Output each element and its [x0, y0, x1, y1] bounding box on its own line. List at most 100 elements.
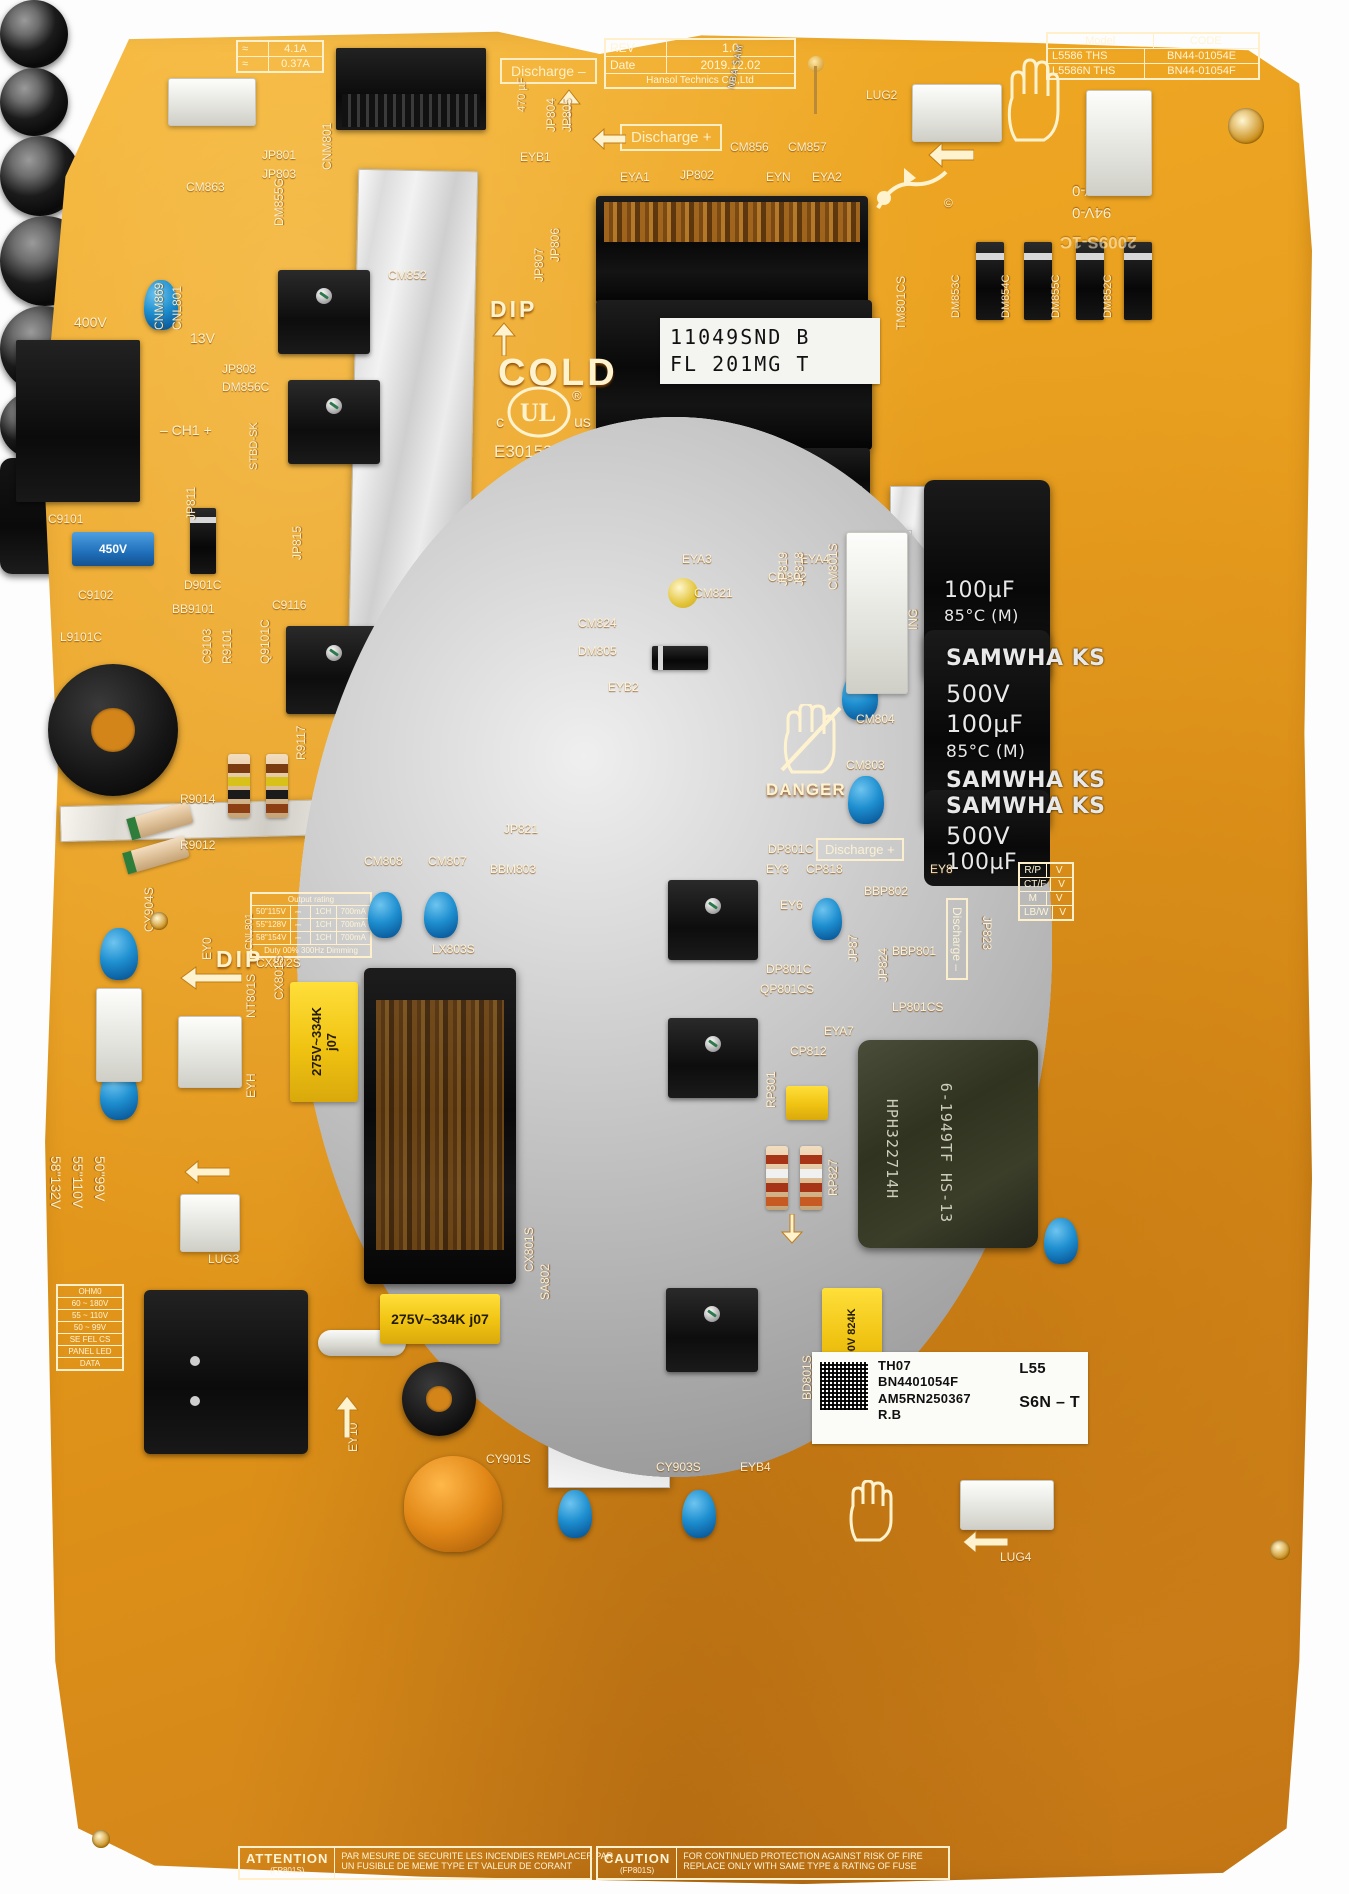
label-qp801cs: QP801CS	[760, 982, 815, 996]
output-rating-v1: 50"115V	[252, 906, 291, 918]
label-jp806: JP806	[548, 227, 562, 262]
sticker-right-2: S6N – T	[1019, 1393, 1080, 1411]
label-c9102: C9102	[78, 588, 114, 602]
ac-inlet-pin-1	[190, 1356, 200, 1366]
output-rating-ch3: 1CH	[311, 932, 337, 944]
label-cnm801: CNM801	[320, 122, 334, 170]
label-cm821: CM821	[694, 586, 733, 600]
label-cnl801-rating: CNL801	[244, 913, 255, 950]
discharge-minus-top: Discharge –	[500, 58, 597, 84]
discharge-plus-top: Discharge +	[620, 124, 723, 151]
diode-dm805	[652, 646, 708, 670]
capacitor-samwha-v3: 500V	[946, 822, 1011, 850]
resistor-r9101	[228, 754, 250, 818]
model-row: L5586 THS BN44-01054E	[1048, 49, 1258, 64]
legend-row-0: R/P	[1020, 864, 1047, 877]
legend-val-2: V	[1055, 893, 1063, 904]
label-ey0: EY0	[200, 937, 214, 960]
arrow-left-lug2-icon	[928, 142, 974, 168]
capacitor-cm804-top	[0, 0, 1053, 1478]
label-eya2: EYA2	[812, 170, 842, 184]
mosfet-q2	[288, 380, 380, 464]
label-jp87: JP87	[846, 934, 860, 962]
capacitor-cm852	[0, 68, 1053, 1478]
label-r9101: R9101	[220, 628, 234, 664]
recycle-icon	[872, 162, 952, 221]
label-bb9101: BB9101	[172, 602, 215, 616]
capacitor-cm803-blue	[848, 776, 884, 824]
hand-warning-top-icon	[1004, 58, 1060, 147]
label-jp819: JP819	[776, 551, 790, 586]
hand-danger-icon	[778, 702, 844, 779]
label-eya3: EYA3	[682, 552, 712, 566]
capacitor-cy903s	[558, 1490, 592, 1538]
left-table-row-5: PANEL LED	[68, 1347, 112, 1356]
arrow-left-lug4-icon	[962, 1530, 1008, 1554]
dip-marking-1: DIP	[490, 296, 538, 322]
diode-dm854c	[1024, 242, 1052, 320]
output-rating-v2: 55"128V	[252, 919, 291, 931]
label-450v: 450V	[98, 542, 128, 556]
label-nt801s: NT801S	[244, 973, 258, 1018]
model-header: Model	[1048, 34, 1154, 48]
diode-dm853c	[976, 242, 1004, 320]
label-dm805: DM805	[578, 644, 617, 658]
mosfet-q6	[666, 1288, 758, 1372]
arrow-up-bottom-icon	[334, 1394, 360, 1438]
transformer-lx803s-windings	[376, 1000, 504, 1250]
resistor-r9117	[266, 754, 288, 818]
label-ey3: EY3	[766, 862, 789, 876]
svg-text:UL: UL	[520, 398, 556, 427]
attention-ref: (FP801S)	[270, 1866, 305, 1875]
cold-marking: COLD	[498, 352, 618, 394]
output-rating-a2: 700mA	[340, 920, 366, 929]
label-jp801: JP801	[262, 148, 297, 162]
label-lug4: LUG4	[1000, 1550, 1032, 1564]
label-ch1: – CH1 +	[160, 422, 212, 438]
label-dp801c: DP801C	[768, 842, 814, 856]
capacitor-cx802s: 275V~334K j07	[290, 982, 358, 1102]
model-name-2: L5586N THS	[1048, 64, 1145, 78]
label-jp807: JP807	[532, 247, 546, 282]
capacitor-samwha-c3: 100µF	[946, 850, 1018, 875]
label-dm855c: DM855C	[1050, 274, 1062, 318]
label-lx803s: LX803S	[432, 942, 475, 956]
label-jp808: JP808	[222, 362, 257, 376]
label-c9101: C9101	[48, 512, 84, 526]
label-jp823: JP823	[980, 916, 994, 951]
label-jp805: JP805	[560, 97, 574, 132]
model-code-table: Model CODE L5586 THS BN44-01054E L5586N …	[1046, 32, 1260, 80]
mount-hole-top-right	[1270, 1540, 1290, 1560]
diode-dm855c	[1076, 242, 1104, 320]
label-l9101c: L9101C	[60, 630, 103, 644]
connector-right-top	[1086, 90, 1152, 196]
output-rating-s3: ⎓	[291, 932, 312, 944]
rev-label: REV	[606, 40, 667, 56]
date-value: 2019.12.02	[700, 58, 761, 72]
label-cm801s: CM801S	[826, 543, 840, 590]
date-label: Date	[606, 57, 667, 73]
resistor-rp827	[800, 1146, 822, 1210]
capacitor-samwha-brand-3: SAMWHA KS	[946, 794, 1106, 819]
label-cm803: CM803	[846, 758, 885, 772]
connector-right-mid	[846, 532, 908, 694]
arrow-left-dip3-icon	[180, 966, 242, 990]
output-rating-a3: 700mA	[340, 933, 366, 942]
label-bbp801: BBP801	[892, 944, 937, 958]
transformer-label-line2: FL 201MG T	[670, 352, 811, 376]
label-cap-470uf: 470 µF	[516, 77, 528, 112]
board-code: 2009S-1C	[1060, 233, 1137, 252]
capacitor-samwha-3	[924, 790, 1050, 886]
connector-cnm801	[336, 48, 486, 130]
legend-row-1: CT/F	[1020, 878, 1052, 891]
wire-cm857	[814, 66, 817, 114]
danger-marking: DANGER	[766, 780, 846, 799]
label-bbp802: BBP802	[864, 884, 909, 898]
arrow-discharge-minus-icon	[552, 88, 586, 128]
caution-line-1: FOR CONTINUED PROTECTION AGAINST RISK OF…	[683, 1851, 923, 1861]
model-row: L5586N THS BN44-01054F	[1048, 64, 1258, 78]
output-rating-ch2: 1CH	[311, 919, 337, 931]
capacitor-orange-bottom	[404, 1456, 502, 1552]
label-stbd: STBD-SK	[248, 422, 260, 470]
